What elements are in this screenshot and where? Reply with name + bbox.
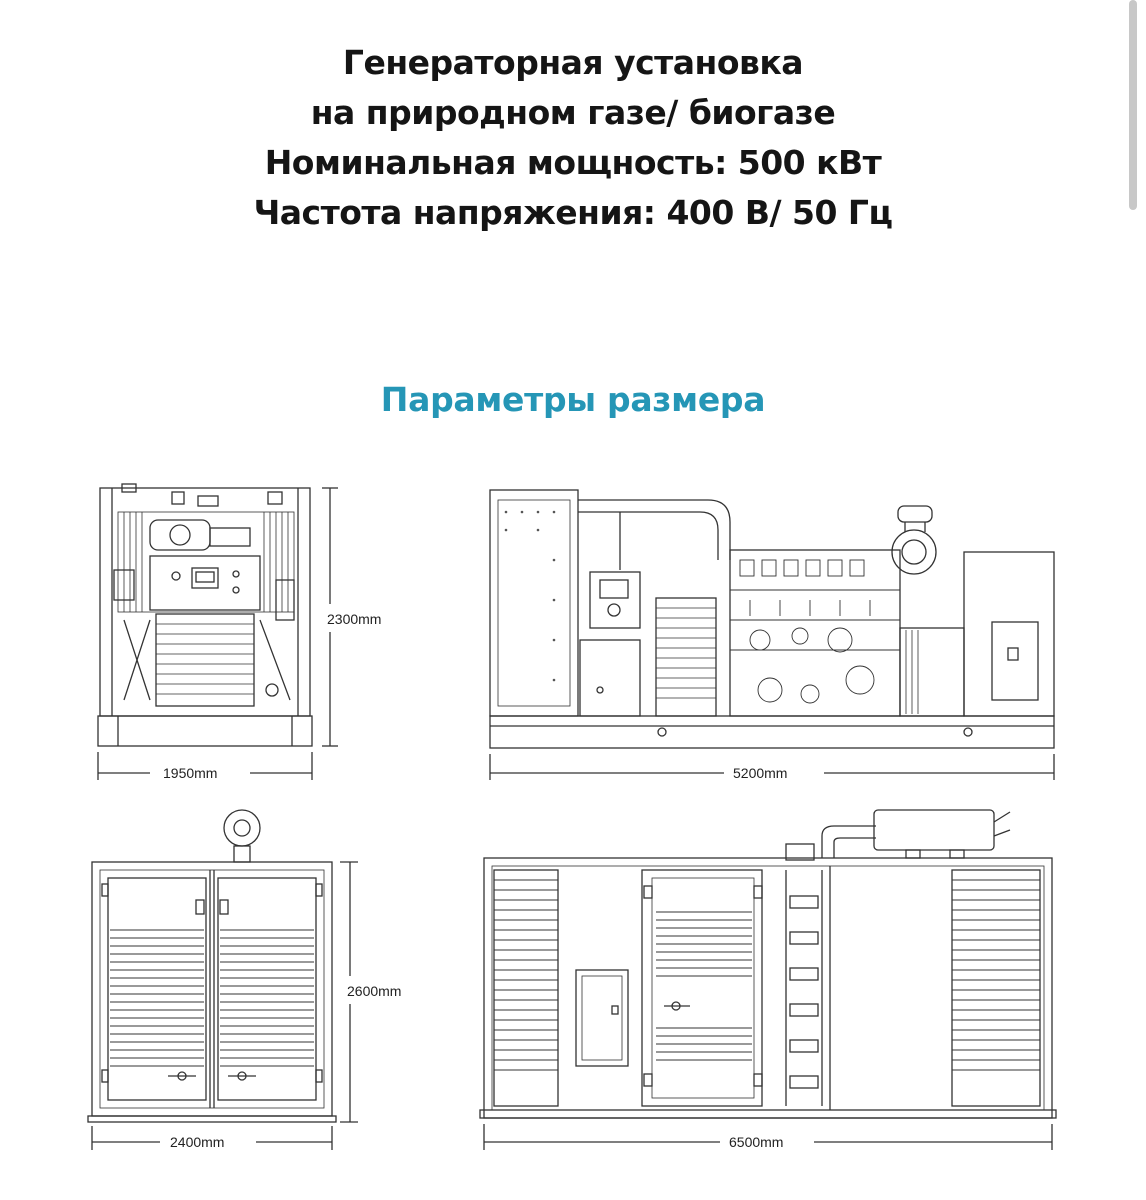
dim-open-front-width: 1950mm: [163, 765, 217, 781]
canopy-side-view: [479, 809, 1057, 1150]
dim-open-front-height: 2300mm: [327, 611, 381, 627]
dim-open-side-length: 5200mm: [733, 765, 787, 781]
dim-canopy-length: 6500mm: [729, 1134, 783, 1150]
section-title: Параметры размера: [380, 380, 766, 419]
open-front-view: [97, 483, 338, 780]
dim-canopy-height: 2600mm: [347, 983, 401, 999]
title-line-4: Частота напряжения: 400 В/ 50 Гц: [253, 193, 893, 232]
product-title: Генераторная установка на природном газе…: [0, 38, 1146, 238]
canopy-front-view: [87, 809, 358, 1150]
open-side-view: [489, 489, 1055, 780]
dim-canopy-width: 2400mm: [170, 1134, 224, 1150]
page-scrollbar[interactable]: [1129, 0, 1137, 210]
title-line-1: Генераторная установка: [342, 43, 804, 82]
title-line-2: на природном газе/ биогазе: [310, 93, 836, 132]
title-line-3: Номинальная мощность: 500 кВт: [264, 143, 882, 182]
